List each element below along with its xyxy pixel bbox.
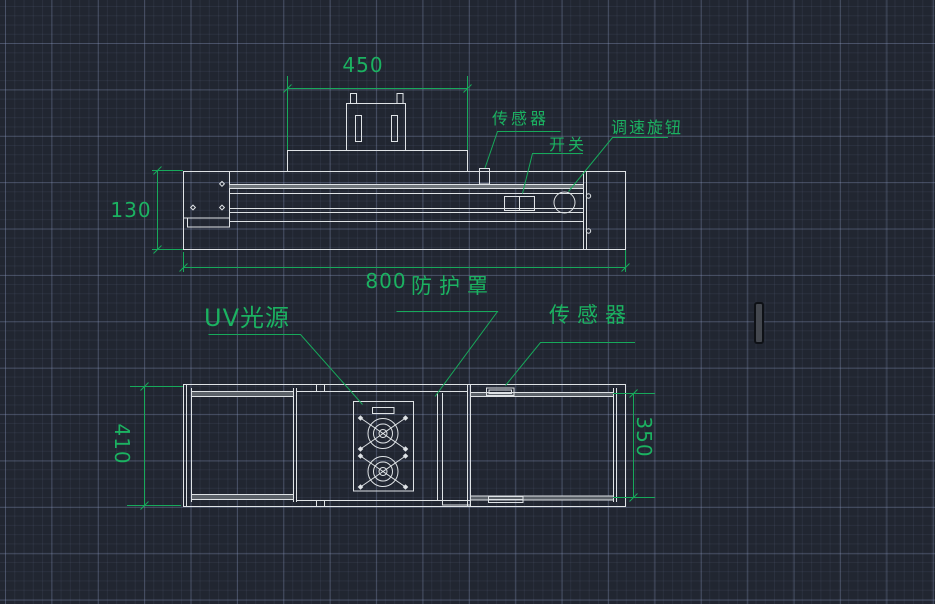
label-cover[interactable]: 防护罩 bbox=[411, 274, 495, 298]
front-view-hood[interactable] bbox=[287, 93, 468, 172]
label-switch[interactable]: 开关 bbox=[549, 135, 588, 154]
dimension-410[interactable] bbox=[127, 382, 183, 510]
dim-text-350[interactable]: 350 bbox=[632, 416, 656, 458]
dimension-450[interactable] bbox=[283, 76, 472, 150]
front-view-switch[interactable] bbox=[504, 196, 535, 211]
leader-uv-source[interactable] bbox=[208, 334, 363, 405]
dim-text-800[interactable]: 800 bbox=[365, 269, 407, 293]
leader-cover[interactable] bbox=[396, 311, 499, 397]
label-uv-source[interactable]: UV光源 bbox=[204, 304, 290, 332]
leader-sensor-top[interactable] bbox=[484, 131, 561, 169]
fan-symbol bbox=[357, 453, 409, 490]
label-speed-knob[interactable]: 调速旋钮 bbox=[611, 118, 684, 137]
cursor-artifact-bar bbox=[754, 302, 764, 344]
dimension-130[interactable] bbox=[152, 166, 183, 254]
dimension-800[interactable] bbox=[179, 250, 630, 272]
top-view-left-table[interactable] bbox=[191, 388, 297, 502]
dim-text-130[interactable]: 130 bbox=[110, 198, 152, 222]
top-view-uv-lamp-box[interactable] bbox=[353, 401, 414, 492]
dimension-350[interactable] bbox=[613, 389, 655, 502]
label-sensor-bottom[interactable]: 传感器 bbox=[549, 303, 633, 327]
front-view-sensor[interactable] bbox=[479, 168, 490, 185]
leader-speed-knob[interactable] bbox=[568, 137, 669, 192]
top-view-sensor[interactable] bbox=[486, 387, 515, 396]
top-view-right-table[interactable] bbox=[467, 384, 617, 507]
dim-text-410[interactable]: 410 bbox=[110, 423, 134, 465]
dim-text-450[interactable]: 450 bbox=[342, 53, 384, 77]
label-sensor-top[interactable]: 传感器 bbox=[492, 109, 550, 128]
front-view-conveyor[interactable] bbox=[183, 171, 626, 250]
front-view-speed-knob[interactable] bbox=[553, 191, 576, 214]
fan-symbol bbox=[357, 415, 409, 452]
leader-switch[interactable] bbox=[522, 153, 584, 194]
leader-sensor-bottom[interactable] bbox=[505, 342, 636, 386]
